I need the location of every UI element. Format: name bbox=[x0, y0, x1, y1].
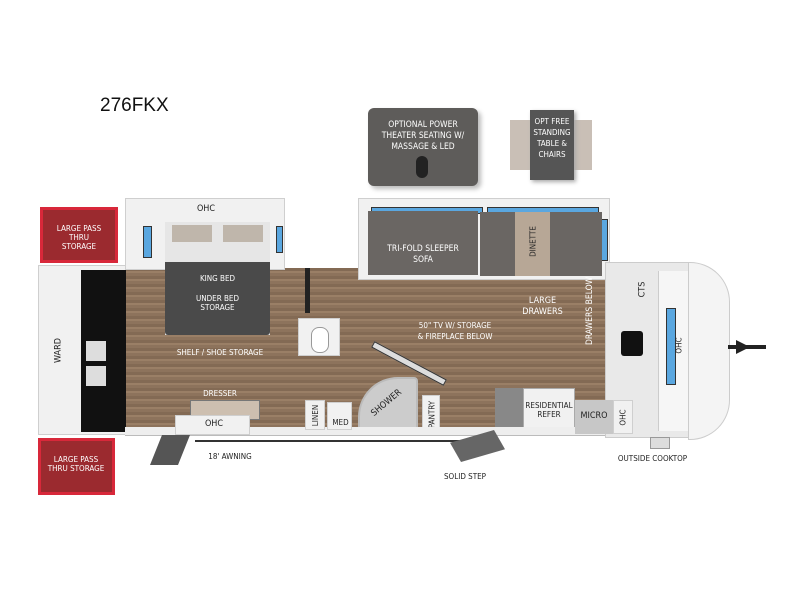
closet-shelf bbox=[86, 341, 106, 361]
large-drawers-label: LARGE DRAWERS bbox=[522, 296, 563, 317]
hitch-frame bbox=[736, 340, 750, 354]
tri-fold-sofa: TRI-FOLD SLEEPER SOFA bbox=[368, 211, 478, 275]
ohc-bedroom-label: OHC bbox=[196, 204, 216, 214]
linen-closet: LINEN bbox=[305, 400, 325, 430]
pass-thru-top-label: LARGE PASS THRU STORAGE bbox=[56, 224, 102, 251]
front-cap bbox=[688, 262, 730, 440]
front-kitchen: CTS OHC bbox=[605, 262, 690, 438]
dinette-table bbox=[515, 212, 550, 276]
awning-label: 18' AWNING bbox=[208, 452, 252, 461]
entry-step bbox=[150, 435, 190, 465]
sofa-label: TRI-FOLD SLEEPER SOFA bbox=[387, 244, 459, 265]
closet-shelf bbox=[86, 366, 106, 386]
theater-seating-label: OPTIONAL POWER THEATER SEATING W/ MASSAG… bbox=[381, 120, 465, 152]
pass-thru-storage-top: LARGE PASS THRU STORAGE bbox=[40, 207, 118, 263]
refer-label: RESIDENTIAL REFER bbox=[525, 401, 573, 419]
solid-step-label: SOLID STEP bbox=[443, 472, 487, 481]
window bbox=[143, 226, 152, 258]
window bbox=[276, 226, 283, 253]
shower-label: SHOWER bbox=[369, 387, 404, 419]
pillow bbox=[172, 225, 212, 242]
residential-refer: RESIDENTIAL REFER bbox=[495, 388, 575, 434]
hitch-icon bbox=[728, 340, 766, 354]
model-title: 276FKX bbox=[100, 95, 169, 116]
dresser-label: DRESSER bbox=[203, 389, 237, 398]
awning-icon bbox=[195, 440, 465, 442]
ohc-dresser-label: OHC bbox=[204, 419, 224, 429]
microwave: MICRO bbox=[575, 400, 613, 434]
table-chairs-option: OPT FREE STANDING TABLE & CHAIRS bbox=[505, 110, 597, 182]
pass-thru-bottom-label: LARGE PASS THRU STORAGE bbox=[47, 455, 105, 473]
sink-icon bbox=[621, 331, 643, 356]
micro-label: MICRO bbox=[580, 411, 608, 421]
med-label: MED bbox=[332, 418, 349, 427]
window bbox=[666, 308, 676, 385]
bath-wall bbox=[305, 268, 310, 313]
table-chairs-label: OPT FREE STANDING TABLE & CHAIRS bbox=[533, 117, 571, 159]
dinette-label: DINETTE bbox=[528, 226, 538, 257]
ohc-dresser: OHC bbox=[175, 415, 250, 435]
ohc-kitchen: OHC bbox=[613, 400, 633, 434]
table bbox=[530, 110, 574, 180]
king-bed: KING BED UNDER BED STORAGE bbox=[165, 222, 270, 335]
ohc-front-label: OHC bbox=[674, 337, 684, 354]
tv-label: 50" TV W/ STORAGE & FIREPLACE BELOW bbox=[417, 321, 493, 341]
mattress: KING BED UNDER BED STORAGE bbox=[165, 262, 270, 335]
under-bed-label: UNDER BED STORAGE bbox=[195, 294, 240, 312]
king-bed-label: KING BED bbox=[199, 274, 236, 283]
med-cabinet-sink: MED bbox=[327, 402, 352, 430]
outside-cooktop-label: OUTSIDE COOKTOP bbox=[617, 454, 688, 463]
pass-thru-storage-bottom: LARGE PASS THRU STORAGE bbox=[38, 438, 115, 495]
linen-label: LINEN bbox=[311, 404, 320, 427]
toilet-area bbox=[298, 318, 340, 356]
cupholder-icon bbox=[416, 156, 428, 178]
shelf-label: SHELF / SHOE STORAGE bbox=[176, 348, 264, 357]
cts-label: CTS bbox=[637, 281, 648, 298]
theater-seating-option: OPTIONAL POWER THEATER SEATING W/ MASSAG… bbox=[368, 108, 478, 186]
ward-label: WARD bbox=[53, 338, 64, 363]
ohc-kitchen-label: OHC bbox=[618, 409, 628, 426]
pillow bbox=[223, 225, 263, 242]
exterior-wall bbox=[125, 427, 605, 436]
wardrobe: WARD bbox=[38, 265, 126, 435]
outside-cooktop-icon bbox=[650, 437, 670, 449]
toilet-icon bbox=[311, 327, 329, 353]
drawers-below-label: DRAWERS BELOW bbox=[585, 276, 595, 345]
dinette: DINETTE bbox=[480, 212, 602, 276]
